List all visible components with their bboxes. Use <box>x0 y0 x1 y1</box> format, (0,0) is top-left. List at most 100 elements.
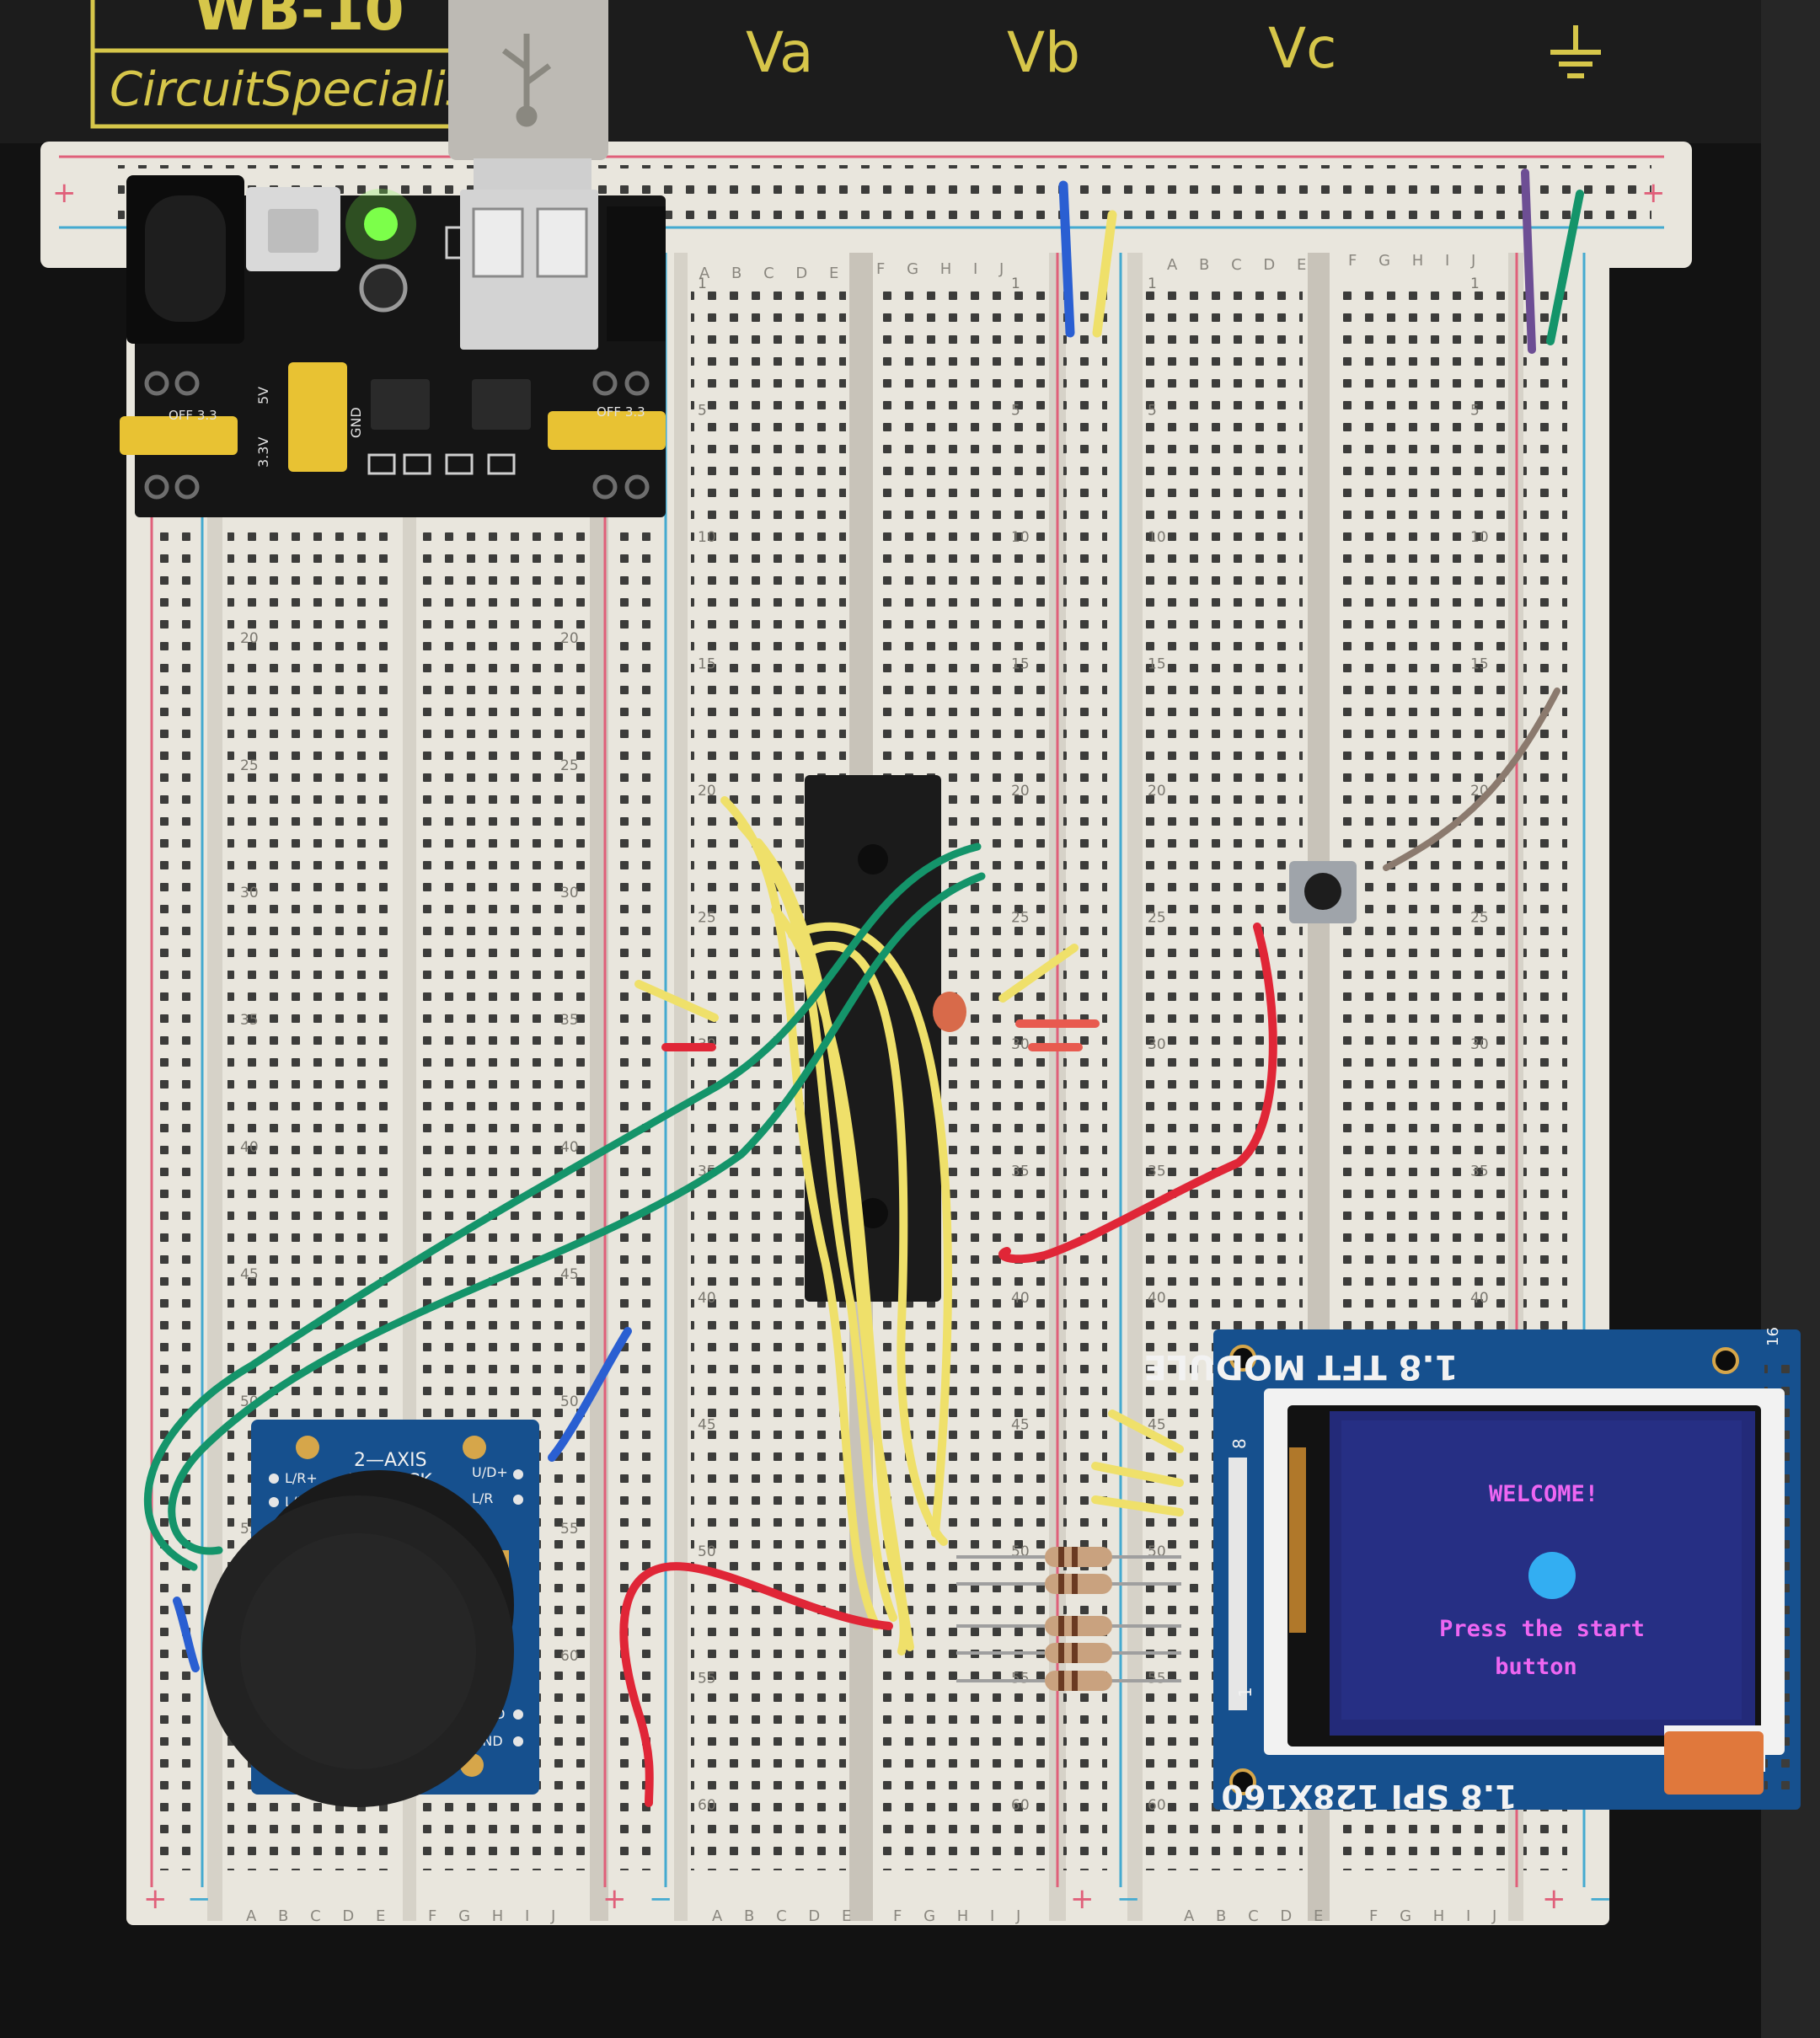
row-number-label: 20 <box>240 630 259 647</box>
voltage-regulator-1 <box>371 379 430 430</box>
wire-green-long-2 <box>168 872 986 1555</box>
terminal-vb-label: Vb <box>1007 20 1080 85</box>
columns-bottom-right-2: F G H I J <box>893 1907 1029 1925</box>
tft-bottom-label: 1.8 SPI 128X160 <box>1221 1778 1517 1815</box>
row-number-label: 20 <box>1148 783 1166 800</box>
row-number-label: 40 <box>698 1290 716 1307</box>
wire-green-long-1 <box>143 842 982 1571</box>
row-number-label: 20 <box>560 630 579 647</box>
row-number-label: 30 <box>1470 1036 1489 1053</box>
panel-model: WB-10 <box>194 0 404 44</box>
columns-bottom-left: A B C D E <box>246 1907 393 1925</box>
jumper-wires <box>143 168 1584 1807</box>
row-number-label: 10 <box>698 529 716 546</box>
tft-display-module: 1.8 TFT MODULE 1.8 SPI 128X160 8 1 16 WE… <box>1144 1327 1801 1815</box>
resistors <box>956 1547 1181 1691</box>
tft-corner-mark: 16 <box>1764 1327 1782 1346</box>
joystick-title-1: 2—AXIS <box>354 1450 427 1471</box>
row-number-label: 45 <box>1148 1417 1166 1434</box>
screen-indicator-dot <box>1528 1552 1576 1599</box>
ceramic-capacitor <box>933 992 966 1032</box>
bottom-rail-minus-2: − <box>649 1882 673 1916</box>
label-3v3: 3.3V <box>255 437 271 468</box>
label-off-right: OFF 3.3 <box>597 404 645 420</box>
row-number-label: 1 <box>1148 275 1157 292</box>
panel-logo: WB-10 CircuitSpecialists <box>90 0 513 129</box>
top-panel <box>0 0 1820 143</box>
wire-green-top <box>1546 190 1584 345</box>
row-number-label: 20 <box>1011 783 1030 800</box>
wire-red-left <box>619 1562 893 1807</box>
bottom-rail-minus-4: − <box>1588 1882 1613 1916</box>
pin-label-lr-plus: L/R+ <box>285 1470 318 1486</box>
bottom-rail-plus-3: + <box>1070 1882 1095 1916</box>
columns-bottom-left-3: A B C D E <box>1184 1907 1331 1925</box>
row-number-label: 15 <box>1470 656 1489 673</box>
row-number-label: 30 <box>1148 1036 1166 1053</box>
row-number-label: 35 <box>1470 1163 1489 1180</box>
usb-symbol-icon <box>501 34 552 127</box>
bottom-rail-minus-3: − <box>1116 1882 1141 1916</box>
columns-top-right-2: F G H I J <box>1348 252 1484 270</box>
row-number-label: 10 <box>1148 529 1166 546</box>
row-number-label: 25 <box>1011 910 1030 927</box>
sd-card-tab <box>1664 1731 1764 1795</box>
row-number-label: 5 <box>1470 403 1480 420</box>
label-gnd: GND <box>348 407 364 438</box>
row-number-label: 10 <box>1011 529 1030 546</box>
bottom-rail-minus-1: − <box>187 1882 211 1916</box>
power-led <box>364 207 398 241</box>
row-number-label: 5 <box>1011 403 1020 420</box>
row-number-label: 45 <box>560 1266 579 1283</box>
row-number-label: 60 <box>1011 1797 1030 1814</box>
tft-pin-header <box>1228 1458 1247 1710</box>
columns-bottom-right: F G H I J <box>428 1907 564 1925</box>
row-number-label: 60 <box>1148 1797 1166 1814</box>
screen-line-1: Press the start <box>1439 1616 1645 1642</box>
header-pins-right <box>548 411 666 450</box>
usb-plug <box>448 0 608 350</box>
columns-top-left: A B C D E <box>699 265 847 282</box>
row-number-label: 50 <box>698 1543 716 1560</box>
screen-title: WELCOME! <box>1489 1481 1598 1507</box>
pin-label-ud-plus: U/D+ <box>472 1464 508 1480</box>
row-number-label: 10 <box>1470 529 1489 546</box>
top-rail-plus: + <box>52 176 77 210</box>
panel-brand: CircuitSpecialists <box>110 62 513 117</box>
row-number-label: 35 <box>1011 1163 1030 1180</box>
row-number-label: 30 <box>560 885 579 901</box>
push-button[interactable] <box>1289 861 1357 923</box>
header-pins-left <box>120 362 347 472</box>
row-number-label: 40 <box>1148 1290 1166 1307</box>
row-number-label: 55 <box>1148 1671 1166 1688</box>
row-number-label: 15 <box>698 656 716 673</box>
row-number-label: 55 <box>698 1671 716 1688</box>
row-number-label: 40 <box>1011 1290 1030 1307</box>
row-number-label: 55 <box>560 1521 579 1538</box>
screen-line-2: button <box>1495 1654 1577 1680</box>
row-number-label: 35 <box>1148 1163 1166 1180</box>
row-number-label: 40 <box>1470 1290 1489 1307</box>
row-number-label: 1 <box>698 275 707 292</box>
row-number-label: 40 <box>560 1139 579 1156</box>
wire-blue-top <box>1058 180 1075 338</box>
tft-pin-high: 8 <box>1229 1438 1250 1449</box>
row-number-label: 40 <box>240 1139 259 1156</box>
ground-symbol-icon <box>1550 25 1601 78</box>
bottom-rail-plus-2: + <box>602 1882 627 1916</box>
bottom-rail-plus-4: + <box>1542 1882 1566 1916</box>
row-number-label: 35 <box>560 1012 579 1029</box>
row-number-label: 60 <box>698 1797 716 1814</box>
voltage-regulator-2 <box>472 379 531 430</box>
wire-gray <box>1383 687 1560 871</box>
label-5v: 5V <box>255 387 271 404</box>
row-number-label: 30 <box>1011 1036 1030 1053</box>
row-number-label: 55 <box>1011 1671 1030 1688</box>
row-number-label: 1 <box>1011 275 1020 292</box>
label-off-left: OFF 3.3 <box>169 408 217 423</box>
row-number-label: 1 <box>1470 275 1480 292</box>
wire-purple-top <box>1521 168 1536 354</box>
row-number-label: 60 <box>560 1648 579 1665</box>
row-number-label: 15 <box>1011 656 1030 673</box>
